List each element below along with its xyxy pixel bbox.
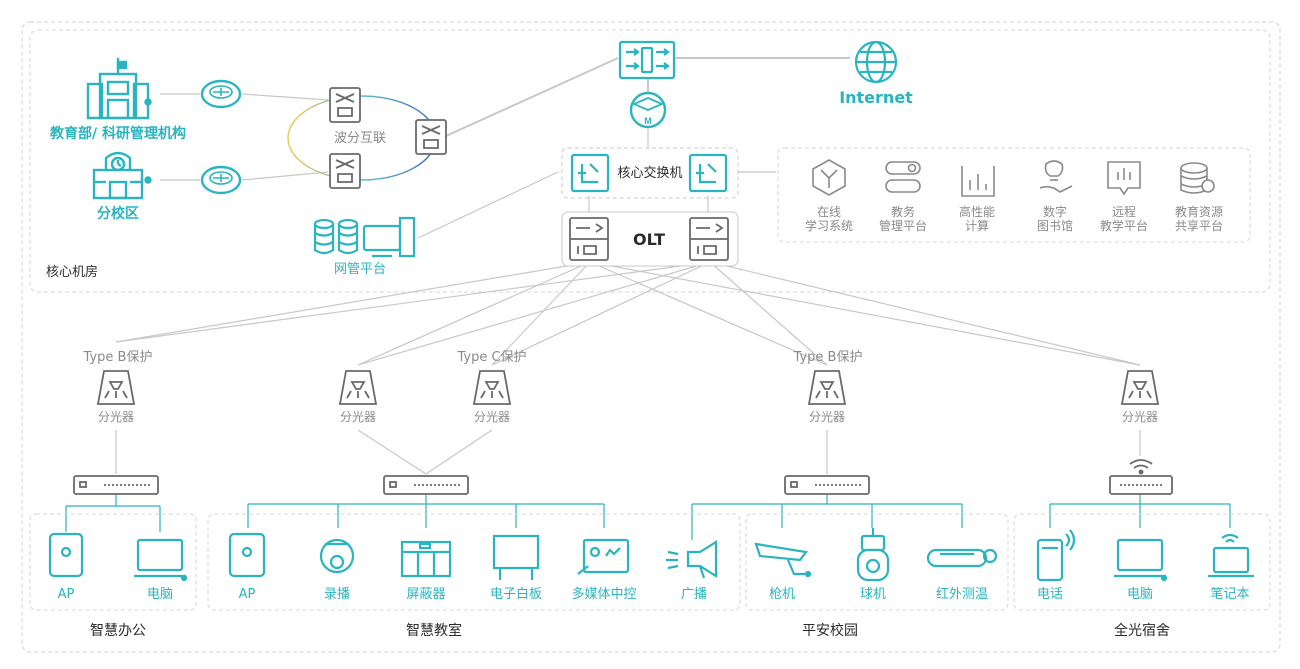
- device-label: 红外测温: [935, 587, 989, 602]
- zone-title-classroom: 智慧教室: [406, 623, 462, 639]
- nms-label: 网管平台: [333, 262, 387, 277]
- platform-label: 远程 教学平台: [1099, 205, 1149, 234]
- device-label: 多媒体中控: [571, 587, 637, 602]
- platform-label: 教育资源 共享平台: [1174, 205, 1224, 234]
- access-lines: [65, 494, 1231, 540]
- library-icon: [1039, 160, 1073, 193]
- splitter-label: 分光器: [808, 410, 846, 424]
- computer-icon: [1114, 538, 1168, 582]
- splitter-icon: [96, 370, 136, 405]
- internet-globe-icon: [854, 40, 898, 84]
- device-label: 电脑: [1126, 587, 1154, 602]
- splitter-label: 分光器: [1121, 410, 1159, 424]
- splitter-icon: [807, 370, 847, 405]
- ap-icon: [48, 532, 84, 578]
- svg-text:M: M: [644, 116, 652, 126]
- platform-label: 在线 学习系统: [804, 205, 854, 234]
- gateway-device-icon: [618, 40, 676, 80]
- phone-icon: [1036, 529, 1076, 582]
- bullet-camera-icon: [754, 542, 812, 578]
- device-label: 电脑: [146, 587, 174, 602]
- olt-label: OLT: [632, 230, 666, 249]
- splitter-label: 分光器: [473, 410, 511, 424]
- dome-camera-icon: [856, 528, 890, 582]
- device-label: 录播: [323, 587, 351, 602]
- management-node-icon: M: [629, 91, 667, 129]
- zone-title-campus: 平安校园: [802, 623, 858, 639]
- splitter-icon: [338, 370, 378, 405]
- device-label: AP: [238, 587, 256, 602]
- olt-device-icon: [569, 217, 609, 261]
- zone-title-dorm: 全光宿舍: [1114, 623, 1170, 639]
- database-icon: [1180, 162, 1215, 194]
- device-label: 电话: [1036, 587, 1064, 602]
- core-switch-icon: [570, 153, 610, 193]
- onu-switch-icon: [383, 475, 469, 495]
- onu-switch-icon: [73, 475, 159, 495]
- zone-campus-frame: [745, 513, 1009, 611]
- zone-office-frame: [29, 513, 197, 611]
- connection-lines: [115, 57, 1141, 475]
- ap-icon: [228, 532, 266, 578]
- wdm-device-icon: [329, 153, 361, 189]
- nms-platform-icon: [313, 216, 416, 258]
- device-label: AP: [57, 587, 75, 602]
- wifi-router-icon: [1109, 459, 1173, 495]
- ministry-label: 教育部/ 科研管理机构: [50, 126, 186, 142]
- device-label: 广播: [680, 587, 708, 602]
- platform-label: 教务 管理平台: [878, 205, 928, 234]
- protection-label: Type B保护: [83, 350, 153, 365]
- splitter-label: 分光器: [97, 410, 135, 424]
- learning-icon: [812, 159, 846, 196]
- device-label: 电子白板: [489, 587, 543, 602]
- device-label: 枪机: [768, 587, 796, 602]
- broadcast-speaker-icon: [666, 540, 718, 579]
- core-room-label: 核心机房: [46, 265, 99, 280]
- splitter-icon: [472, 370, 512, 405]
- device-label: 球机: [859, 587, 887, 602]
- wdm-device-icon: [415, 119, 447, 155]
- platform-label: 数字 图书馆: [1036, 205, 1074, 234]
- laptop-icon: [1208, 533, 1254, 578]
- splitter-label: 分光器: [339, 410, 377, 424]
- protection-label: Type B保护: [793, 350, 863, 365]
- core-switch-icon: [688, 153, 728, 193]
- platform-label: 高性能 计算: [958, 205, 996, 234]
- internet-label: Internet: [839, 88, 913, 107]
- wdm-label: 波分互联: [333, 131, 387, 146]
- core-room-frame: [29, 29, 1271, 293]
- thermal-camera-icon: [926, 548, 998, 568]
- whiteboard-icon: [492, 534, 540, 580]
- compute-icon: [961, 166, 995, 197]
- core-switch-frame: [561, 147, 739, 199]
- device-label: 笔记本: [1210, 587, 1250, 602]
- branch-campus-icon: [92, 151, 152, 200]
- zone-title-office: 智慧办公: [90, 623, 146, 639]
- splitter-icon: [1120, 370, 1160, 405]
- onu-switch-icon: [784, 475, 870, 495]
- protection-label: Type C保护: [457, 350, 527, 365]
- jammer-icon: [400, 540, 452, 578]
- router-icon: [200, 79, 242, 109]
- router-icon: [200, 165, 242, 195]
- wdm-device-icon: [329, 87, 361, 123]
- computer-icon: [134, 538, 188, 582]
- toggle-icon: [885, 161, 921, 193]
- zone-classroom-frame: [207, 513, 741, 611]
- core-switch-label: 核心交换机: [617, 166, 683, 181]
- branch-campus-label: 分校区: [97, 206, 139, 222]
- ministry-building-icon: [86, 58, 152, 120]
- zone-dorm-frame: [1013, 513, 1271, 611]
- multimedia-control-icon: [577, 538, 630, 575]
- remote-teaching-icon: [1107, 161, 1141, 196]
- olt-device-icon: [689, 217, 729, 261]
- outer-frame: [21, 21, 1281, 653]
- device-label: 屏蔽器: [406, 587, 446, 602]
- recording-camera-icon: [319, 538, 355, 574]
